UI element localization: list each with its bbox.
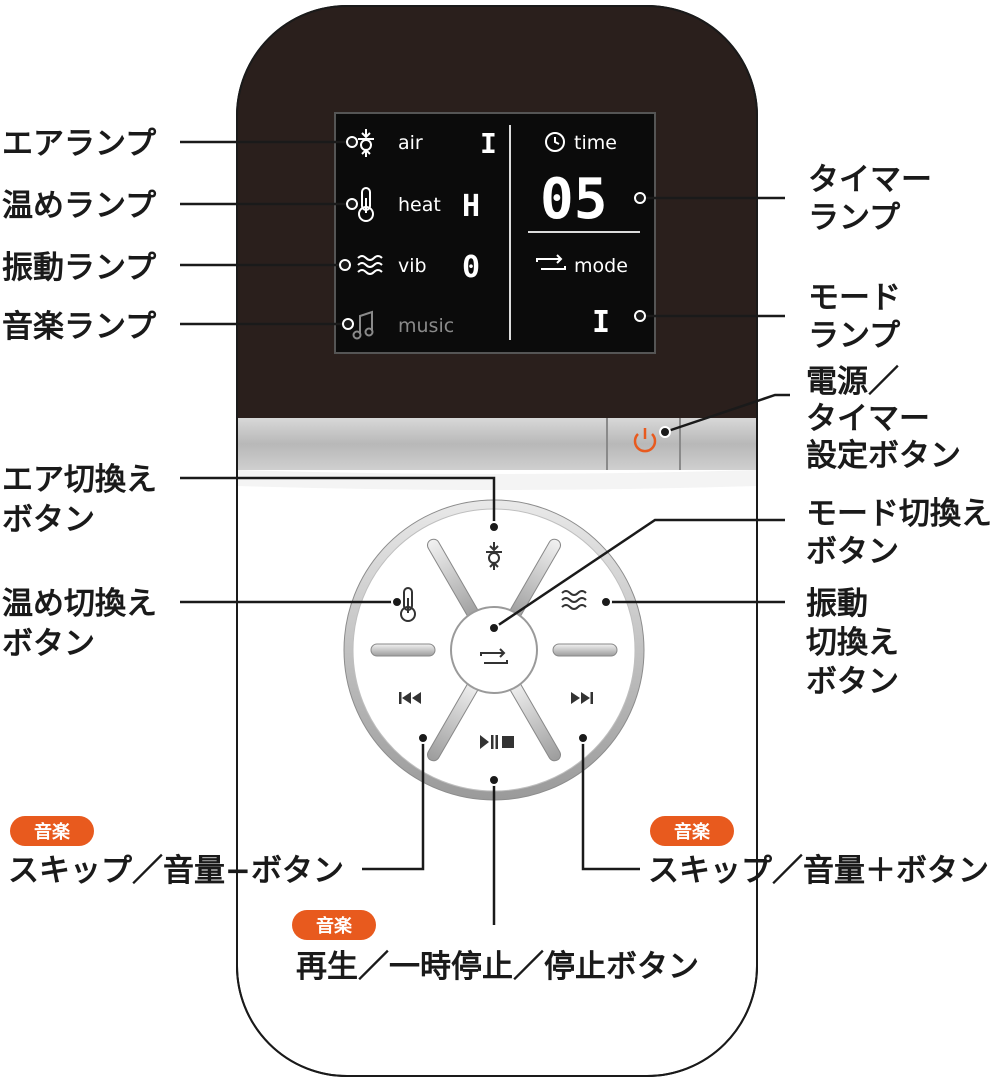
pad-dividers: [370, 538, 618, 762]
music-badge-left-text: 音楽: [34, 821, 71, 843]
leader-dots: [339, 136, 671, 786]
display-mode-value: I: [592, 305, 610, 340]
label-heat-lamp: 温めランプ: [2, 188, 157, 224]
display-air-label: air: [398, 132, 423, 154]
music-badge-center: 音楽: [292, 910, 376, 940]
label-play-stop: 再生／一時停止／停止ボタン: [296, 949, 699, 985]
mode-loop-icon: [536, 254, 566, 270]
skip-forward-icon: [571, 692, 593, 704]
vibration-icon: [561, 590, 587, 610]
display-air-value: I: [480, 127, 497, 160]
skip-back-icon: [399, 692, 421, 704]
label-vib-lamp: 振動ランプ: [2, 250, 157, 286]
leader-lines: [180, 140, 790, 925]
skip-back-button[interactable]: [399, 692, 421, 704]
label-air-switch-1: エア切換え: [2, 462, 157, 498]
display-heat-label: heat: [398, 194, 441, 216]
label-mode-switch-1: モード切換え: [806, 496, 992, 532]
label-air-switch-2: ボタン: [2, 502, 95, 538]
label-heat-switch-2: ボタン: [2, 626, 95, 662]
music-note-icon: [352, 310, 374, 340]
label-power-button-2: タイマー: [806, 401, 930, 437]
skip-forward-button[interactable]: [571, 692, 593, 704]
music-badge-right-text: 音楽: [674, 821, 711, 843]
display-timer-value: 05: [540, 167, 607, 232]
display-vib-value: 0: [462, 250, 480, 285]
label-skip-forward: スキップ／音量＋ボタン: [648, 853, 989, 889]
label-vib-switch-1: 振動: [806, 586, 868, 622]
mode-loop-icon: [480, 648, 508, 664]
label-skip-back: スキップ／音量−ボタン: [8, 853, 344, 889]
label-power-button-1: 電源／: [806, 364, 899, 400]
silver-band: [237, 418, 757, 470]
play-pause-stop-icon: [480, 735, 514, 749]
display-heat-value: H: [462, 189, 480, 224]
play-stop-button[interactable]: [480, 735, 514, 749]
thermometer-icon: [400, 587, 416, 622]
control-pad: [343, 499, 645, 801]
label-timer-lamp-1: タイマー: [808, 162, 932, 198]
label-timer-lamp-2: ランプ: [808, 200, 901, 236]
label-mode-switch-2: ボタン: [806, 534, 899, 570]
vib-switch-button[interactable]: [561, 590, 587, 610]
label-mode-lamp-1: モード: [808, 280, 901, 316]
air-icon: [358, 129, 374, 157]
label-vib-switch-2: 切換え: [806, 625, 899, 661]
label-vib-switch-3: ボタン: [806, 664, 899, 700]
label-mode-lamp-2: ランプ: [808, 318, 901, 354]
label-power-button-3: 設定ボタン: [806, 438, 961, 474]
vibration-icon: [357, 255, 383, 275]
display-time-label: time: [574, 132, 617, 154]
label-air-lamp: エアランプ: [2, 126, 157, 162]
display-vib-label: vib: [398, 255, 427, 277]
music-badge-left: 音楽: [10, 816, 94, 846]
heat-switch-button[interactable]: [400, 587, 416, 622]
thermometer-icon: [358, 187, 374, 222]
label-heat-switch-1: 温め切換え: [2, 586, 157, 622]
mode-switch-button[interactable]: [450, 606, 538, 694]
display-music-label: music: [398, 315, 454, 337]
air-switch-button[interactable]: [486, 542, 502, 570]
display-mode-label: mode: [574, 255, 628, 277]
label-music-lamp: 音楽ランプ: [2, 309, 157, 345]
music-badge-right: 音楽: [650, 816, 734, 846]
power-button[interactable]: [633, 428, 657, 453]
air-icon: [486, 542, 502, 570]
clock-icon: [545, 132, 565, 152]
lcd-display: air I heat H vib 0 music time: [334, 112, 656, 354]
music-badge-center-text: 音楽: [316, 915, 353, 937]
